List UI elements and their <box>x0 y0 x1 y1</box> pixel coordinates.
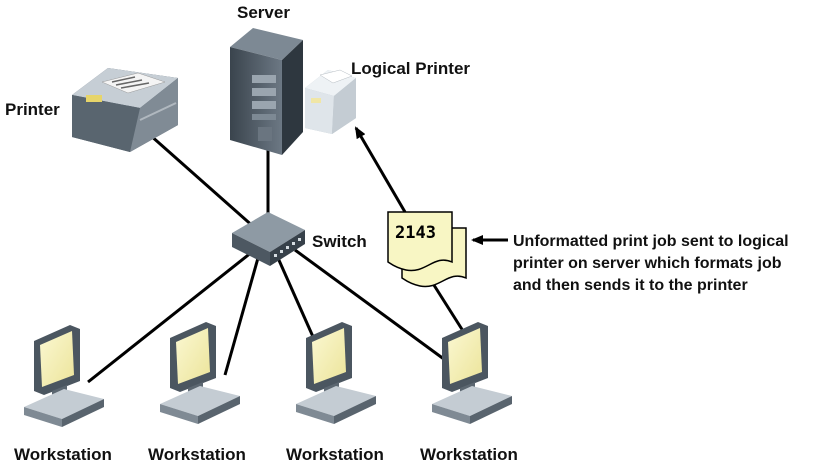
description-line: Unformatted print job sent to logical <box>513 233 789 250</box>
workstation-1 <box>24 325 104 427</box>
monitor-icon <box>34 325 80 399</box>
workstation-4 <box>432 322 512 424</box>
line-printer-switch <box>149 133 256 230</box>
workstation-label: Workstation <box>420 445 518 464</box>
line-switch-ws4 <box>294 248 453 367</box>
document-icon: 2143 <box>387 211 467 288</box>
workstation-label: Workstation <box>14 445 112 464</box>
server-icon <box>230 28 303 155</box>
switch-icon <box>232 212 305 266</box>
logical-printer-icon <box>305 69 356 134</box>
line-switch-ws1 <box>87 250 253 384</box>
logical-printer-label: Logical Printer <box>351 59 471 78</box>
switch-label: Switch <box>312 232 367 251</box>
print-job-number: 2143 <box>395 223 436 243</box>
connection-lines <box>87 126 508 384</box>
workstation-2 <box>160 322 240 424</box>
workstation-3 <box>296 322 376 424</box>
monitor-icon <box>170 322 216 396</box>
server-label: Server <box>237 3 290 22</box>
printer-label: Printer <box>5 100 60 119</box>
line-switch-ws2 <box>223 257 260 376</box>
workstation-label: Workstation <box>286 445 384 464</box>
monitor-icon <box>442 322 488 396</box>
printer-icon <box>72 68 178 152</box>
description-line: printer on server which formats job <box>513 255 782 272</box>
print-job-description: Unformatted print job sent to logical pr… <box>513 231 789 297</box>
description-line: and then sends it to the printer <box>513 277 748 294</box>
workstation-label: Workstation <box>148 445 246 464</box>
arrow-to-logical-printer <box>354 126 407 213</box>
